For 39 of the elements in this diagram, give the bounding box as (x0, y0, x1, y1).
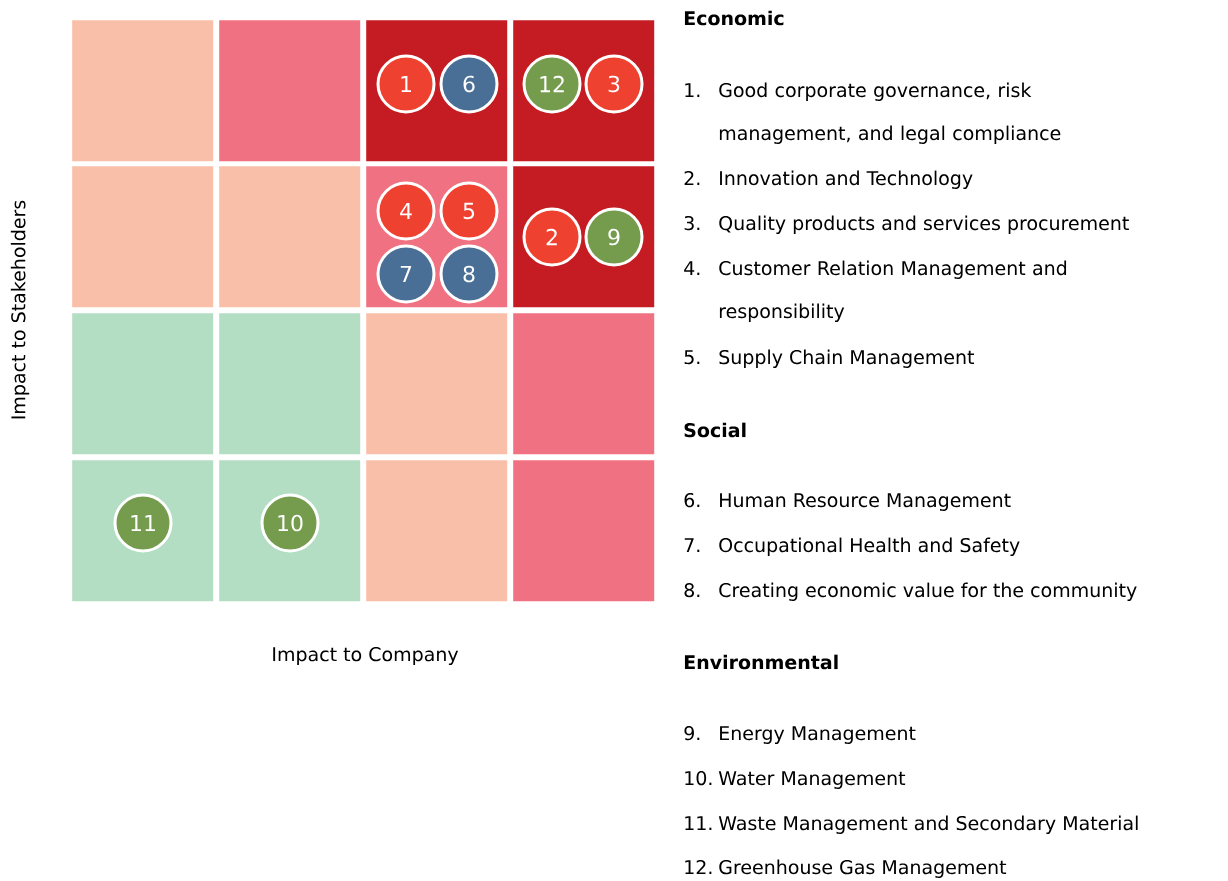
list-item: Innovation and Technology (720, 170, 973, 189)
heading: Environmental (684, 654, 838, 670)
grid-cell (219, 20, 361, 162)
list-item: Supply Chain Management (719, 349, 975, 368)
list-number: 6. (684, 492, 700, 508)
list-item: Creating economic value for the community (719, 582, 1137, 601)
list-item: Human Resource Management (720, 493, 1011, 511)
list-number: 9. (684, 725, 700, 741)
list-number: 3. (684, 215, 700, 231)
grid-cell (72, 20, 214, 162)
heading: Social (684, 422, 746, 438)
list-number: 11. (685, 816, 712, 830)
list-item: Occupational Health and Safety (719, 537, 1020, 556)
list-item: Greenhouse Gas Management (719, 859, 1007, 878)
heading: Economic (684, 10, 784, 26)
list-number: 2. (684, 170, 700, 185)
list-item: Waste Management and Secondary Material (718, 815, 1138, 834)
list-number: 12. (685, 859, 712, 874)
list-item: Water Management (718, 771, 906, 789)
list-number: 8. (684, 582, 700, 598)
list-number: 10. (685, 770, 712, 786)
grid-cell (366, 313, 508, 455)
grid-cell (219, 313, 361, 455)
list-number: 5. (684, 350, 700, 365)
list-number: 7. (684, 538, 700, 552)
list-item: Customer Relation Management and responsibility (719, 260, 1067, 322)
grid-cell (72, 313, 214, 455)
list-number: 1. (685, 83, 700, 97)
grid-cell (513, 313, 655, 455)
list-number: 4. (684, 261, 700, 275)
list-item: Quality products and services procurement (719, 215, 1129, 234)
axis-label: Impact to Stakeholders (10, 200, 30, 419)
axis-label: Impact to Company (273, 647, 459, 666)
grid-cell (72, 166, 214, 308)
grid-cell (219, 166, 361, 308)
list-item: Good corporate governance, risk management, and legal compliance (719, 82, 1061, 144)
grid-cell (366, 460, 508, 602)
list-item: Energy Management (720, 726, 916, 744)
grid-cell (513, 460, 655, 602)
